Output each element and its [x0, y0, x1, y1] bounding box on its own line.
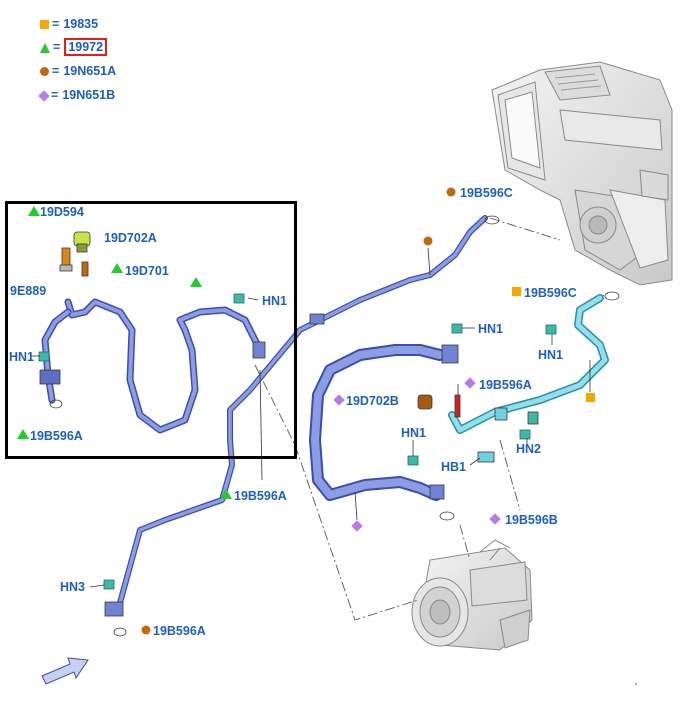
label-hn1-comp[interactable]: HN1 [401, 426, 427, 440]
diamond-marker-icon [351, 520, 363, 532]
legend-equals: = [53, 40, 61, 54]
clip-hn1-box-left [38, 351, 50, 362]
label-19d702a[interactable]: 19D702A [104, 231, 157, 245]
legend-row-square: =19835 [40, 16, 98, 32]
teal-hose-assembly [448, 294, 609, 434]
label-hn3[interactable]: HN3 [60, 580, 86, 594]
label-19b596a-bottom[interactable]: 19B596A [153, 624, 206, 638]
clip-hn1-comp [407, 455, 419, 466]
circle-marker-icon [141, 625, 151, 635]
legend-equals: = [52, 64, 60, 78]
clip-hn1-mid [451, 323, 463, 334]
square-marker-icon [40, 20, 49, 30]
clip-hn1-right [545, 324, 557, 335]
legend-row-triangle: =19972 [40, 38, 108, 56]
clip-hn2 [519, 429, 531, 440]
clips [38, 293, 557, 590]
triangle-marker-icon [111, 263, 123, 273]
label-19b596a-low[interactable]: 19B596A [234, 489, 287, 503]
label-19b596a-box[interactable]: 19B596A [30, 429, 83, 443]
triangle-marker-icon [40, 42, 50, 53]
stray-dot [635, 683, 637, 685]
clip-hn1-box [233, 293, 245, 304]
triangle-marker-icon [190, 277, 202, 287]
triangle-marker-icon [28, 206, 40, 216]
label-hn1-mid[interactable]: HN1 [478, 322, 504, 336]
label-hb1[interactable]: HB1 [441, 460, 467, 474]
diamond-marker-icon [333, 394, 345, 406]
label-19d594[interactable]: 19D594 [40, 205, 84, 219]
diamond-marker-icon [464, 377, 476, 389]
square-marker-icon [586, 393, 595, 402]
legend-equals: = [52, 17, 60, 31]
front-arrow-icon [41, 657, 89, 685]
ac-hose-assembly [41, 215, 488, 613]
circle-marker-icon [446, 187, 456, 197]
triangle-marker-icon [220, 489, 232, 499]
pointer-lines [30, 247, 591, 588]
legend-row-circle: =19N651A [40, 63, 116, 79]
hvac-housing-illustration [491, 61, 673, 286]
legend-equals: = [51, 88, 59, 102]
legend-part-19835[interactable]: 19835 [63, 17, 99, 31]
legend-row-diamond: =19N651B [38, 87, 116, 103]
legend-part-19n651b[interactable]: 19N651B [62, 88, 116, 102]
clip-hn3 [103, 579, 115, 590]
label-19b596b[interactable]: 19B596B [505, 513, 558, 527]
fittings [39, 215, 620, 637]
circle-marker-icon [423, 236, 433, 246]
callout-markers [17, 187, 595, 635]
detail-inset-frame [5, 201, 297, 459]
legend-part-19n651a[interactable]: 19N651A [63, 64, 117, 78]
label-19d701[interactable]: 19D701 [125, 264, 169, 278]
triangle-marker-icon [17, 429, 29, 439]
label-hn1-box-right[interactable]: HN1 [262, 294, 288, 308]
diamond-marker-icon [489, 513, 501, 525]
label-hn1-box-left[interactable]: HN1 [9, 350, 35, 364]
label-19b596c-right[interactable]: 19B596C [524, 286, 577, 300]
legend-part-19972-highlighted[interactable]: 19972 [64, 38, 108, 56]
compressor-illustration [411, 539, 533, 651]
label-19b596c-top[interactable]: 19B596C [460, 186, 513, 200]
label-19d702b[interactable]: 19D702B [346, 394, 399, 408]
label-hn2[interactable]: HN2 [516, 442, 542, 456]
label-9e889[interactable]: 9E889 [10, 284, 47, 298]
label-hn1-right[interactable]: HN1 [538, 348, 564, 362]
label-19b596a-mid[interactable]: 19B596A [479, 378, 532, 392]
square-marker-icon [512, 287, 521, 296]
circle-marker-icon [40, 67, 49, 77]
